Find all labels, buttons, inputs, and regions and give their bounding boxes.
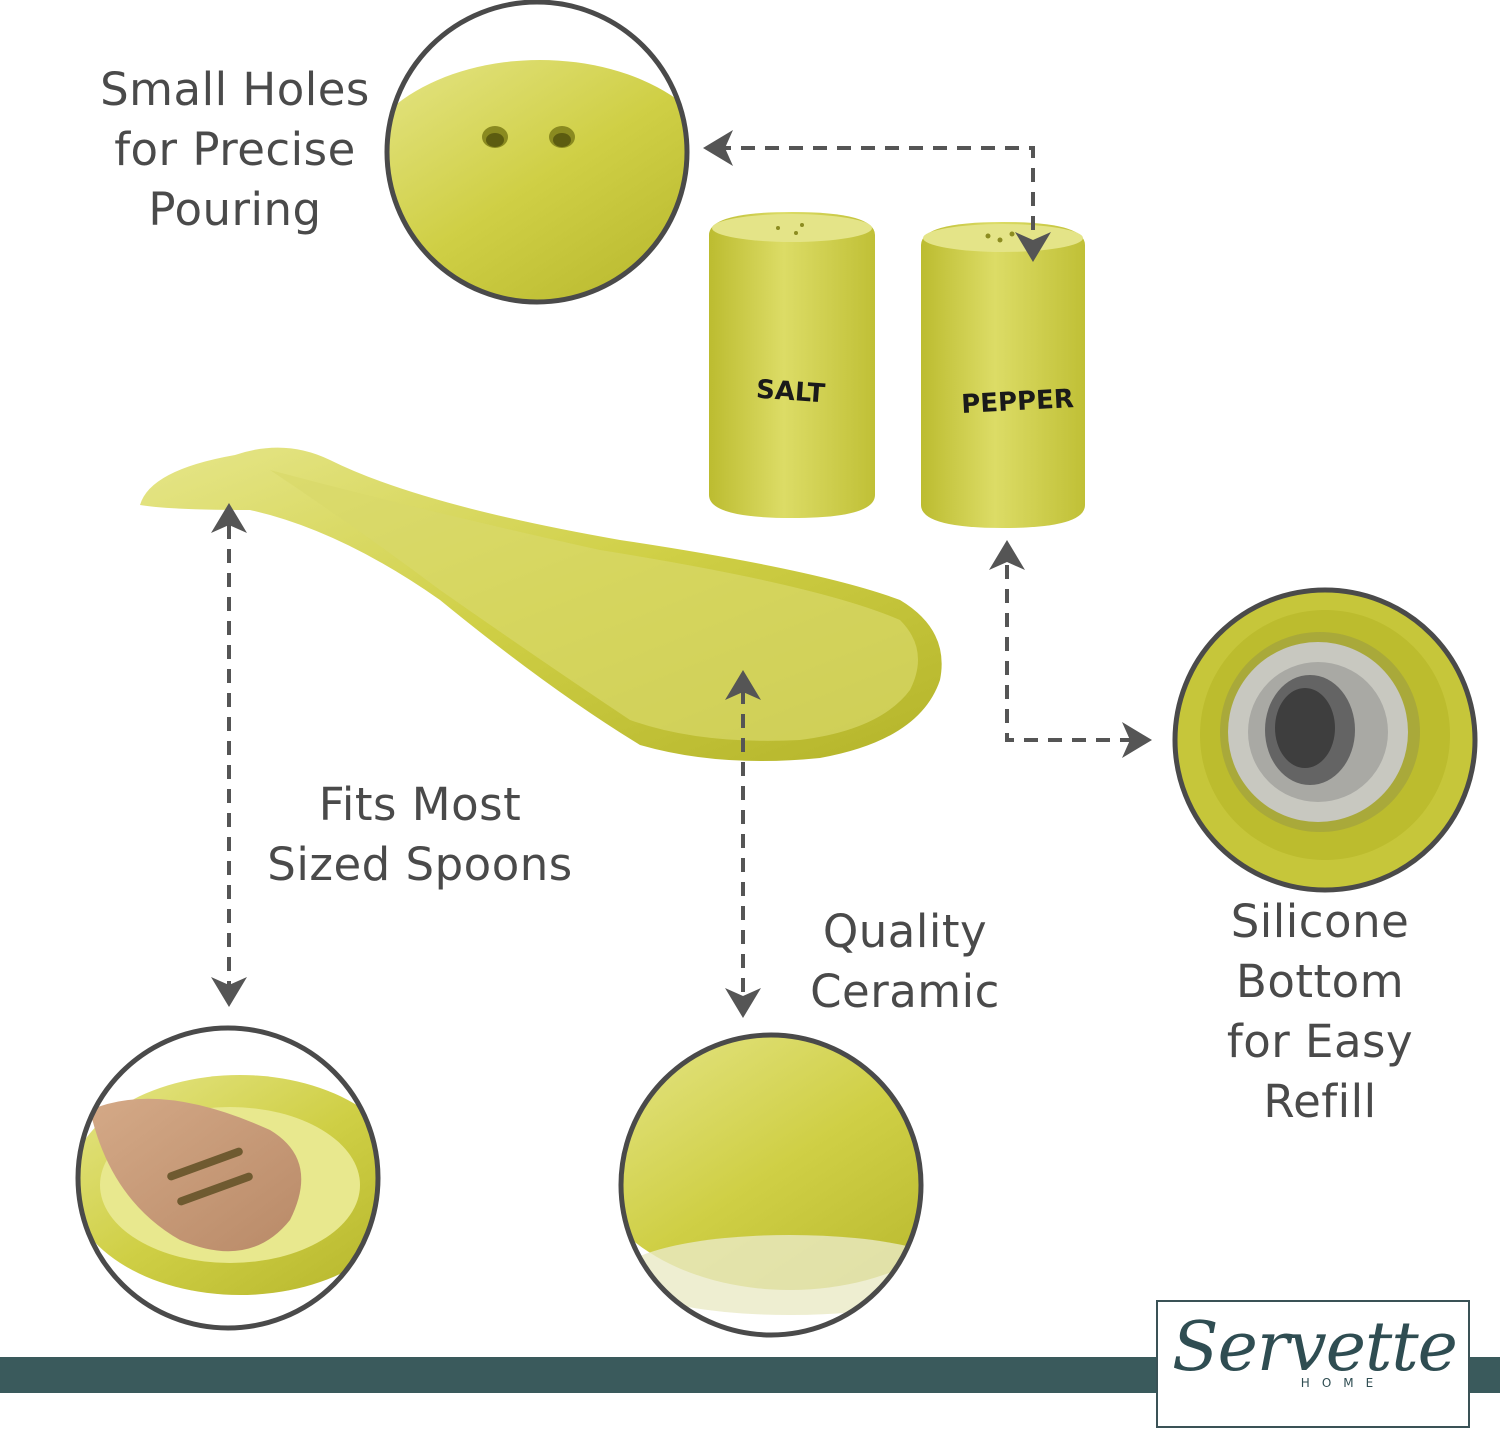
spoons-caption-line1: Fits Most xyxy=(318,778,522,831)
silicone-caption-line1: Silicone xyxy=(1230,895,1410,948)
holes-caption: Small Holes for Precise Pouring xyxy=(70,60,400,240)
spoons-caption-line2: Sized Spoons xyxy=(267,838,573,891)
ceramic-detail-circle xyxy=(618,1032,924,1338)
dashed-arrows xyxy=(227,146,1130,1005)
salt-shaker xyxy=(709,212,875,518)
silicone-caption-line2: Bottom xyxy=(1235,955,1405,1008)
arrow-heads xyxy=(211,130,1152,1018)
brand-name: Servette xyxy=(1172,1308,1458,1387)
silicone-caption-line4: Refill xyxy=(1263,1075,1377,1128)
brand-sub: HOME xyxy=(1300,1376,1386,1390)
ceramic-caption-line2: Ceramic xyxy=(810,965,1000,1018)
pepper-label: PEPPER xyxy=(961,384,1075,420)
ceramic-caption-line1: Quality xyxy=(822,905,988,958)
arrow-head-silicone xyxy=(1122,722,1152,758)
spoons-caption: Fits Most Sized Spoons xyxy=(240,775,600,895)
silicone-caption: Silicone Bottom for Easy Refill xyxy=(1180,892,1460,1132)
silicone-detail-circle xyxy=(1172,587,1478,893)
holes-caption-line2: for Precise xyxy=(114,123,356,176)
holes-caption-line1: Small Holes xyxy=(100,63,370,116)
arrow-head-ceramic-bottom xyxy=(725,988,761,1018)
pepper-shaker xyxy=(921,222,1085,528)
salt-label: SALT xyxy=(755,375,826,410)
brand-logo: Servette HOME xyxy=(1156,1300,1470,1428)
ceramic-caption: Quality Ceramic xyxy=(770,902,1040,1022)
holes-caption-line3: Pouring xyxy=(148,183,322,236)
spoon-detail-circle xyxy=(75,1025,381,1331)
silicone-caption-line3: for Easy xyxy=(1226,1015,1414,1068)
arrow-head-spoon-top xyxy=(211,503,247,533)
arrow-head-holes xyxy=(703,130,733,166)
arrow-head-pepper-bottom xyxy=(989,540,1025,570)
holes-detail-circle xyxy=(384,0,690,305)
arrow-head-ceramic-top xyxy=(725,670,761,700)
arrow-head-spoon-bottom xyxy=(211,977,247,1007)
arrow-head-pepper-top xyxy=(1015,232,1051,262)
